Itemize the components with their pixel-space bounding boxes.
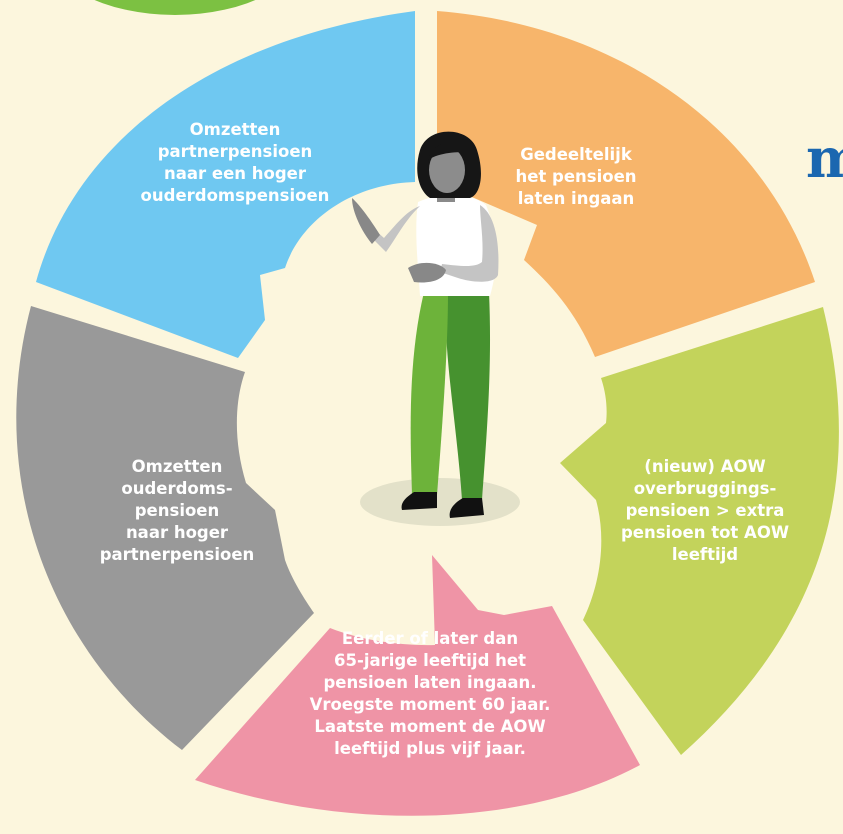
right-arm xyxy=(440,205,499,282)
cut-off-heading-letter: m xyxy=(806,126,843,190)
right-hand xyxy=(408,262,446,283)
left-arm xyxy=(370,206,420,252)
segment-green-label: (nieuw) AOW overbruggings- pensioen > ex… xyxy=(620,457,790,564)
segment-pink xyxy=(195,555,640,816)
left-hand xyxy=(352,198,380,244)
left-leg xyxy=(410,292,448,495)
right-leg xyxy=(446,292,491,500)
segment-pink-label: Eerder of later dan 65-jarige leeftijd h… xyxy=(309,629,551,758)
left-shoe xyxy=(401,492,437,510)
segment-gray xyxy=(16,306,314,750)
top-green-circle xyxy=(94,0,256,15)
segment-blue xyxy=(36,11,415,358)
segment-orange xyxy=(437,11,815,357)
fringe xyxy=(428,142,470,160)
right-shoe xyxy=(449,498,484,518)
floor-shadow xyxy=(360,478,520,526)
segment-blue-label: Omzetten partnerpensioen naar een hoger … xyxy=(140,120,330,205)
segment-orange-label: Gedeeltelijk het pensioen laten ingaan xyxy=(515,145,637,208)
segment-gray-label: Omzetten ouderdoms- pensioen naar hoger … xyxy=(99,457,255,564)
segment-green xyxy=(560,307,839,755)
face xyxy=(429,147,465,193)
woman-illustration xyxy=(352,131,520,526)
